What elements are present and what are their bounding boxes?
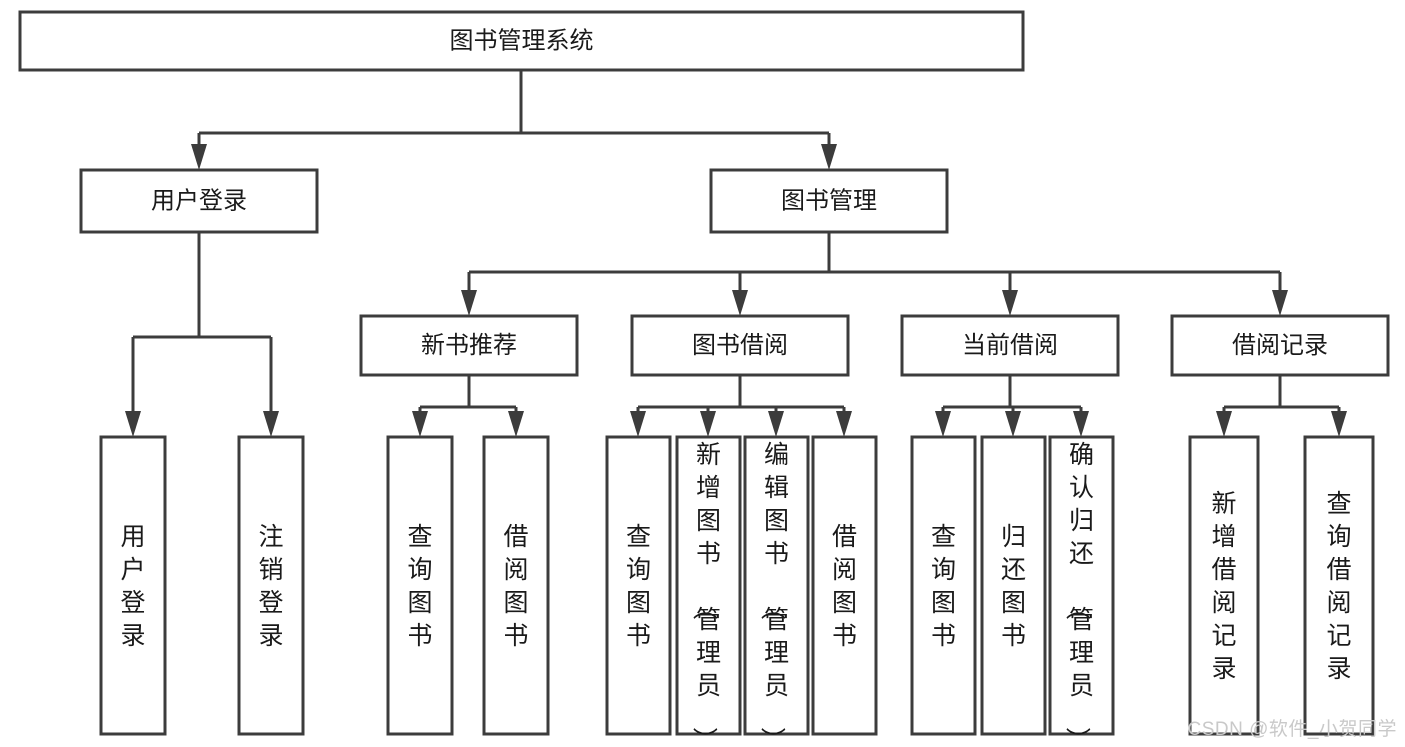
leaf-node[interactable]: 新增图书（管理员） bbox=[675, 435, 742, 747]
arrow-head-icon bbox=[1272, 290, 1288, 316]
level3-label: 图书借阅 bbox=[692, 332, 788, 359]
leaf-label: 查询图书 bbox=[407, 523, 432, 650]
leaf-label: 确认归还（管理员） bbox=[1063, 441, 1094, 747]
arrow-head-icon bbox=[821, 144, 837, 170]
arrow-head-icon bbox=[700, 411, 716, 437]
level2-box[interactable] bbox=[79, 168, 319, 234]
level3-node[interactable]: 图书借阅 bbox=[630, 314, 850, 377]
nodes-layer: 图书管理系统用户登录图书管理新书推荐图书借阅当前借阅借阅记录用户登录注销登录查询… bbox=[18, 10, 1390, 747]
connector-book-manage-to-level3 bbox=[461, 232, 1288, 316]
arrow-head-icon bbox=[1216, 411, 1232, 437]
leaf-box[interactable] bbox=[675, 435, 742, 736]
leaf-label: 查询图书 bbox=[626, 523, 651, 650]
level2-node[interactable]: 用户登录 bbox=[79, 168, 319, 234]
level3-node[interactable]: 当前借阅 bbox=[900, 314, 1120, 377]
arrow-head-icon bbox=[1002, 290, 1018, 316]
leaf-node[interactable]: 编辑图书（管理员） bbox=[743, 435, 810, 747]
leaf-label: 借阅图书 bbox=[503, 523, 528, 650]
arrow-head-icon bbox=[191, 144, 207, 170]
connector-user-login-to-leaves bbox=[125, 232, 279, 437]
level2-box[interactable] bbox=[709, 168, 949, 234]
watermark-label: CSDN @软件_小贺同学 bbox=[1187, 719, 1397, 740]
leaf-node[interactable]: 查询图书 bbox=[605, 435, 672, 736]
root-label: 图书管理系统 bbox=[450, 27, 594, 54]
leaf-node[interactable]: 查询图书 bbox=[910, 435, 977, 736]
connector-root-to-level2 bbox=[191, 70, 837, 170]
arrow-head-icon bbox=[935, 411, 951, 437]
level3-label: 当前借阅 bbox=[962, 332, 1058, 359]
arrow-head-icon bbox=[263, 411, 279, 437]
level2-label: 图书管理 bbox=[781, 187, 877, 214]
level3-box[interactable] bbox=[1170, 314, 1390, 377]
leaf-box[interactable] bbox=[1188, 435, 1260, 736]
leaf-box[interactable] bbox=[811, 435, 878, 736]
leaf-node[interactable]: 借阅图书 bbox=[482, 435, 550, 736]
level3-label: 借阅记录 bbox=[1232, 332, 1328, 359]
level3-node[interactable]: 借阅记录 bbox=[1170, 314, 1390, 377]
leaf-box[interactable] bbox=[980, 435, 1047, 736]
arrow-head-icon bbox=[732, 290, 748, 316]
root-node[interactable]: 图书管理系统 bbox=[18, 10, 1025, 72]
arrow-head-icon bbox=[1073, 411, 1089, 437]
connector-current-borrow-to-leaves bbox=[935, 375, 1089, 437]
arrow-head-icon bbox=[1005, 411, 1021, 437]
connector-new-book-to-leaves bbox=[412, 375, 524, 437]
leaf-label: 新增借阅记录 bbox=[1211, 490, 1236, 683]
leaf-node[interactable]: 新增借阅记录 bbox=[1188, 435, 1260, 736]
leaf-node[interactable]: 归还图书 bbox=[980, 435, 1047, 736]
arrow-head-icon bbox=[412, 411, 428, 437]
leaf-label: 编辑图书（管理员） bbox=[758, 441, 789, 747]
leaf-label: 新增图书（管理员） bbox=[690, 441, 721, 747]
level2-node[interactable]: 图书管理 bbox=[709, 168, 949, 234]
arrow-head-icon bbox=[461, 290, 477, 316]
leaf-label: 注销登录 bbox=[258, 523, 283, 650]
level3-box[interactable] bbox=[359, 314, 579, 377]
leaf-label: 借阅图书 bbox=[832, 523, 857, 650]
leaf-label: 用户登录 bbox=[120, 523, 145, 650]
root-box[interactable] bbox=[18, 10, 1025, 72]
leaf-box[interactable] bbox=[386, 435, 454, 736]
level3-box[interactable] bbox=[900, 314, 1120, 377]
leaf-box[interactable] bbox=[99, 435, 167, 736]
level3-box[interactable] bbox=[630, 314, 850, 377]
leaf-box[interactable] bbox=[1048, 435, 1115, 736]
arrow-head-icon bbox=[630, 411, 646, 437]
arrow-head-icon bbox=[125, 411, 141, 437]
level3-label: 新书推荐 bbox=[421, 332, 517, 359]
leaf-box[interactable] bbox=[743, 435, 810, 736]
leaf-box[interactable] bbox=[482, 435, 550, 736]
connector-borrow-record-to-leaves bbox=[1216, 375, 1347, 437]
leaf-box[interactable] bbox=[237, 435, 305, 736]
connector-borrow-to-leaves bbox=[630, 375, 852, 437]
level3-node[interactable]: 新书推荐 bbox=[359, 314, 579, 377]
connectors-layer bbox=[125, 70, 1347, 437]
leaf-label: 查询图书 bbox=[931, 523, 956, 650]
leaf-node[interactable]: 注销登录 bbox=[237, 435, 305, 736]
leaf-box[interactable] bbox=[605, 435, 672, 736]
arrow-head-icon bbox=[1331, 411, 1347, 437]
leaf-node[interactable]: 查询借阅记录 bbox=[1303, 435, 1375, 736]
leaf-box[interactable] bbox=[1303, 435, 1375, 736]
leaf-node[interactable]: 借阅图书 bbox=[811, 435, 878, 736]
arrow-head-icon bbox=[836, 411, 852, 437]
arrow-head-icon bbox=[768, 411, 784, 437]
leaf-node[interactable]: 确认归还（管理员） bbox=[1048, 435, 1115, 747]
arrow-head-icon bbox=[508, 411, 524, 437]
leaf-label: 归还图书 bbox=[1001, 523, 1026, 650]
leaf-label: 查询借阅记录 bbox=[1326, 490, 1351, 683]
leaf-node[interactable]: 查询图书 bbox=[386, 435, 454, 736]
leaf-node[interactable]: 用户登录 bbox=[99, 435, 167, 736]
leaf-box[interactable] bbox=[910, 435, 977, 736]
level2-label: 用户登录 bbox=[151, 187, 247, 214]
